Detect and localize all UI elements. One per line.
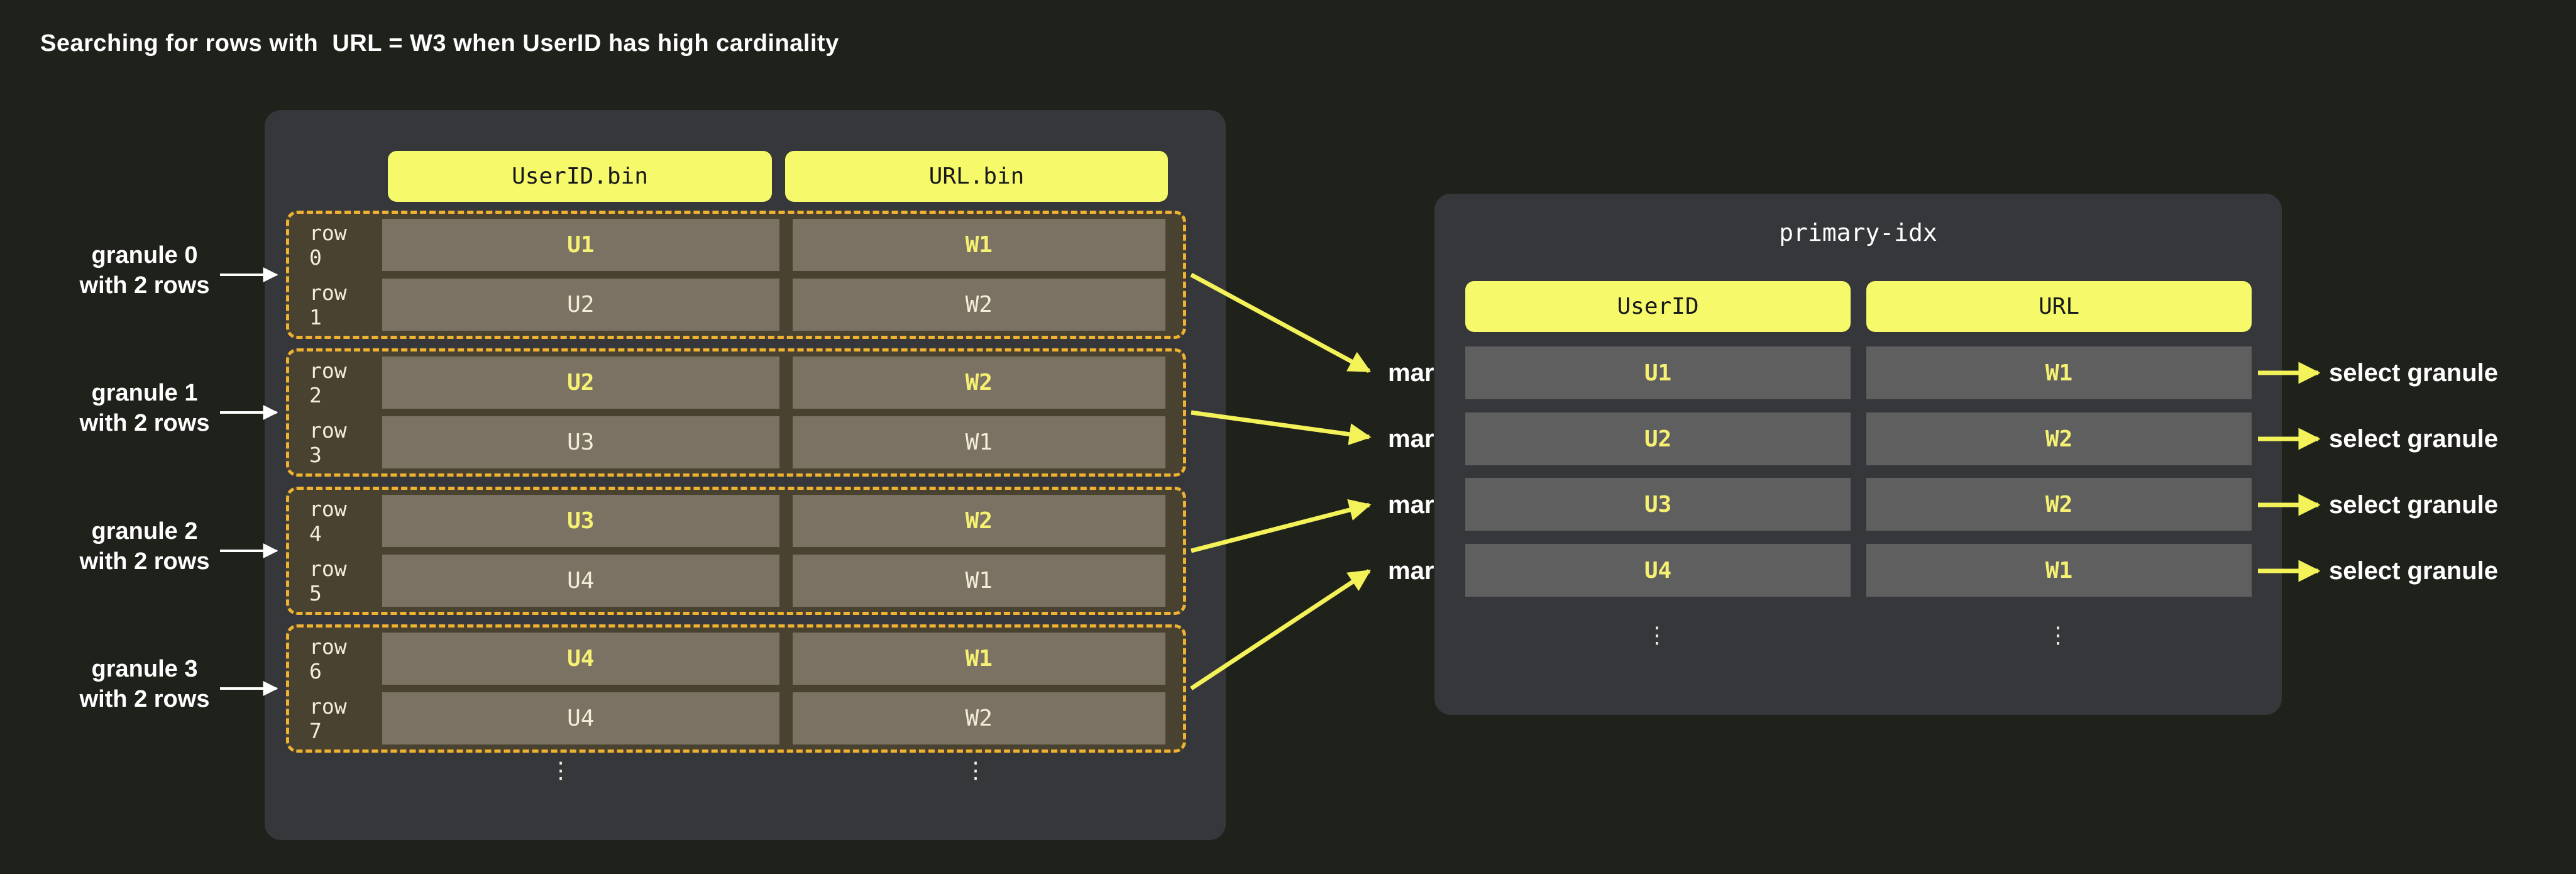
url-cell: W2 [792, 495, 1165, 547]
index-userid-cell: U4 [1465, 544, 1851, 597]
userid-cell: U2 [382, 357, 779, 409]
select-granule-label: select granule [2329, 491, 2499, 519]
url-cell: W1 [792, 555, 1165, 607]
index-url-cell: W1 [1866, 346, 2252, 399]
userid-cell: U4 [382, 633, 779, 685]
url-cell: W1 [792, 219, 1165, 271]
table-row: row 6 U4 W1 [289, 633, 1165, 685]
index-url-cell: W1 [1866, 544, 2252, 597]
index-userid-cell: U2 [1465, 412, 1851, 465]
url-header: URL [1866, 281, 2252, 332]
userid-cell: U2 [382, 279, 779, 331]
table-row: row 7 U4 W2 [289, 692, 1165, 744]
url-cell: W1 [792, 633, 1165, 685]
granule-2-annotation: granule 2 with 2 rows [79, 518, 210, 575]
userid-column-ellipsis: ⋮ [549, 758, 573, 783]
select-granule-label: select granule [2329, 425, 2499, 453]
row-label: row 3 [309, 418, 347, 467]
url-column-ellipsis: ⋮ [964, 758, 988, 783]
index-userid-ellipsis: ⋮ [1646, 622, 1670, 648]
userid-cell: U4 [382, 692, 779, 744]
select-granule-label: select granule [2329, 557, 2499, 585]
granule-box-0: row 0 U1 W1 row 1 U2 W2 [286, 211, 1186, 339]
url-cell: W1 [792, 416, 1165, 468]
granule-box-1: row 2 U2 W2 row 3 U3 W1 [286, 348, 1186, 477]
userid-header: UserID [1465, 281, 1851, 332]
userid-bin-header: UserID.bin [388, 151, 772, 202]
granule-0-annotation: granule 0 with 2 rows [79, 242, 210, 299]
row-label: row 7 [309, 694, 347, 743]
index-url-cell: W2 [1866, 412, 2252, 465]
table-row: row 5 U4 W1 [289, 555, 1165, 607]
url-cell: W2 [792, 692, 1165, 744]
row-label: row 2 [309, 358, 347, 407]
table-row: row 3 U3 W1 [289, 416, 1165, 468]
url-cell: W2 [792, 279, 1165, 331]
row-label: row 1 [309, 280, 347, 329]
row-label: row 4 [309, 496, 347, 546]
url-bin-header: URL.bin [785, 151, 1168, 202]
table-row: row 1 U2 W2 [289, 279, 1165, 331]
index-url-ellipsis: ⋮ [2047, 622, 2071, 648]
select-granule-label: select granule [2329, 359, 2499, 387]
granule-1-annotation: granule 1 with 2 rows [79, 380, 210, 436]
granule-3-annotation: granule 3 with 2 rows [79, 656, 210, 712]
userid-cell: U3 [382, 416, 779, 468]
index-userid-cell: U1 [1465, 346, 1851, 399]
userid-cell: U1 [382, 219, 779, 271]
userid-cell: U3 [382, 495, 779, 547]
userid-cell: U4 [382, 555, 779, 607]
row-label: row 6 [309, 634, 347, 683]
primary-index-panel: primary-idx UserID URL U1 W1 U2 W2 U3 W2… [1434, 194, 2282, 715]
index-userid-cell: U3 [1465, 478, 1851, 531]
table-row: row 4 U3 W2 [289, 495, 1165, 547]
primary-index-title: primary-idx [1779, 219, 1937, 246]
diagram-title: Searching for rows with URL = W3 when Us… [40, 30, 839, 57]
granule-box-2: row 4 U3 W2 row 5 U4 W1 [286, 487, 1186, 615]
table-row: row 0 U1 W1 [289, 219, 1165, 271]
row-label: row 5 [309, 556, 347, 606]
index-url-cell: W2 [1866, 478, 2252, 531]
table-row: row 2 U2 W2 [289, 357, 1165, 409]
row-label: row 0 [309, 220, 347, 270]
url-cell: W2 [792, 357, 1165, 409]
granule-box-3: row 6 U4 W1 row 7 U4 W2 [286, 624, 1186, 753]
